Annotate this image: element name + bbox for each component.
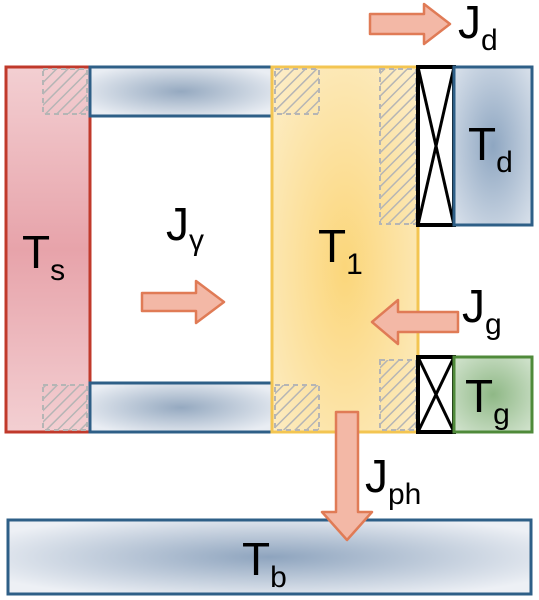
contact-pad-icon bbox=[379, 68, 417, 225]
arrow-right-icon bbox=[140, 279, 226, 325]
contact-pad-icon bbox=[42, 384, 88, 431]
label-Tg: Tg bbox=[465, 370, 510, 431]
label-Ts: Ts bbox=[22, 226, 65, 287]
junction-icon-bottom bbox=[416, 355, 456, 434]
label-Td: Td bbox=[468, 118, 513, 179]
contact-pad-icon bbox=[379, 359, 417, 431]
flux-arrows bbox=[140, 2, 460, 542]
label-Tb: Tb bbox=[242, 533, 287, 594]
bath-block bbox=[6, 518, 533, 596]
label-Jd: Jd bbox=[458, 0, 498, 57]
contact-pad-icon bbox=[274, 68, 320, 115]
label-Jph: Jph bbox=[365, 450, 421, 511]
contact-pad-icon bbox=[274, 384, 320, 431]
label-Jgamma: Jγ bbox=[166, 198, 204, 257]
arrow-down-icon bbox=[320, 410, 374, 542]
bottom-link-bar bbox=[88, 381, 274, 434]
junction-icon-top bbox=[416, 65, 456, 227]
arrow-right-icon bbox=[368, 2, 452, 46]
detector-block bbox=[452, 65, 534, 227]
thermal-contact-icons bbox=[42, 68, 417, 431]
label-Jg: Jg bbox=[462, 280, 502, 341]
ground-block bbox=[452, 355, 534, 434]
top-link-bar bbox=[88, 65, 274, 118]
arrow-left-icon bbox=[370, 298, 460, 346]
source-block bbox=[4, 65, 92, 434]
label-T1: T1 bbox=[318, 220, 363, 281]
contact-pad-icon bbox=[42, 68, 88, 115]
